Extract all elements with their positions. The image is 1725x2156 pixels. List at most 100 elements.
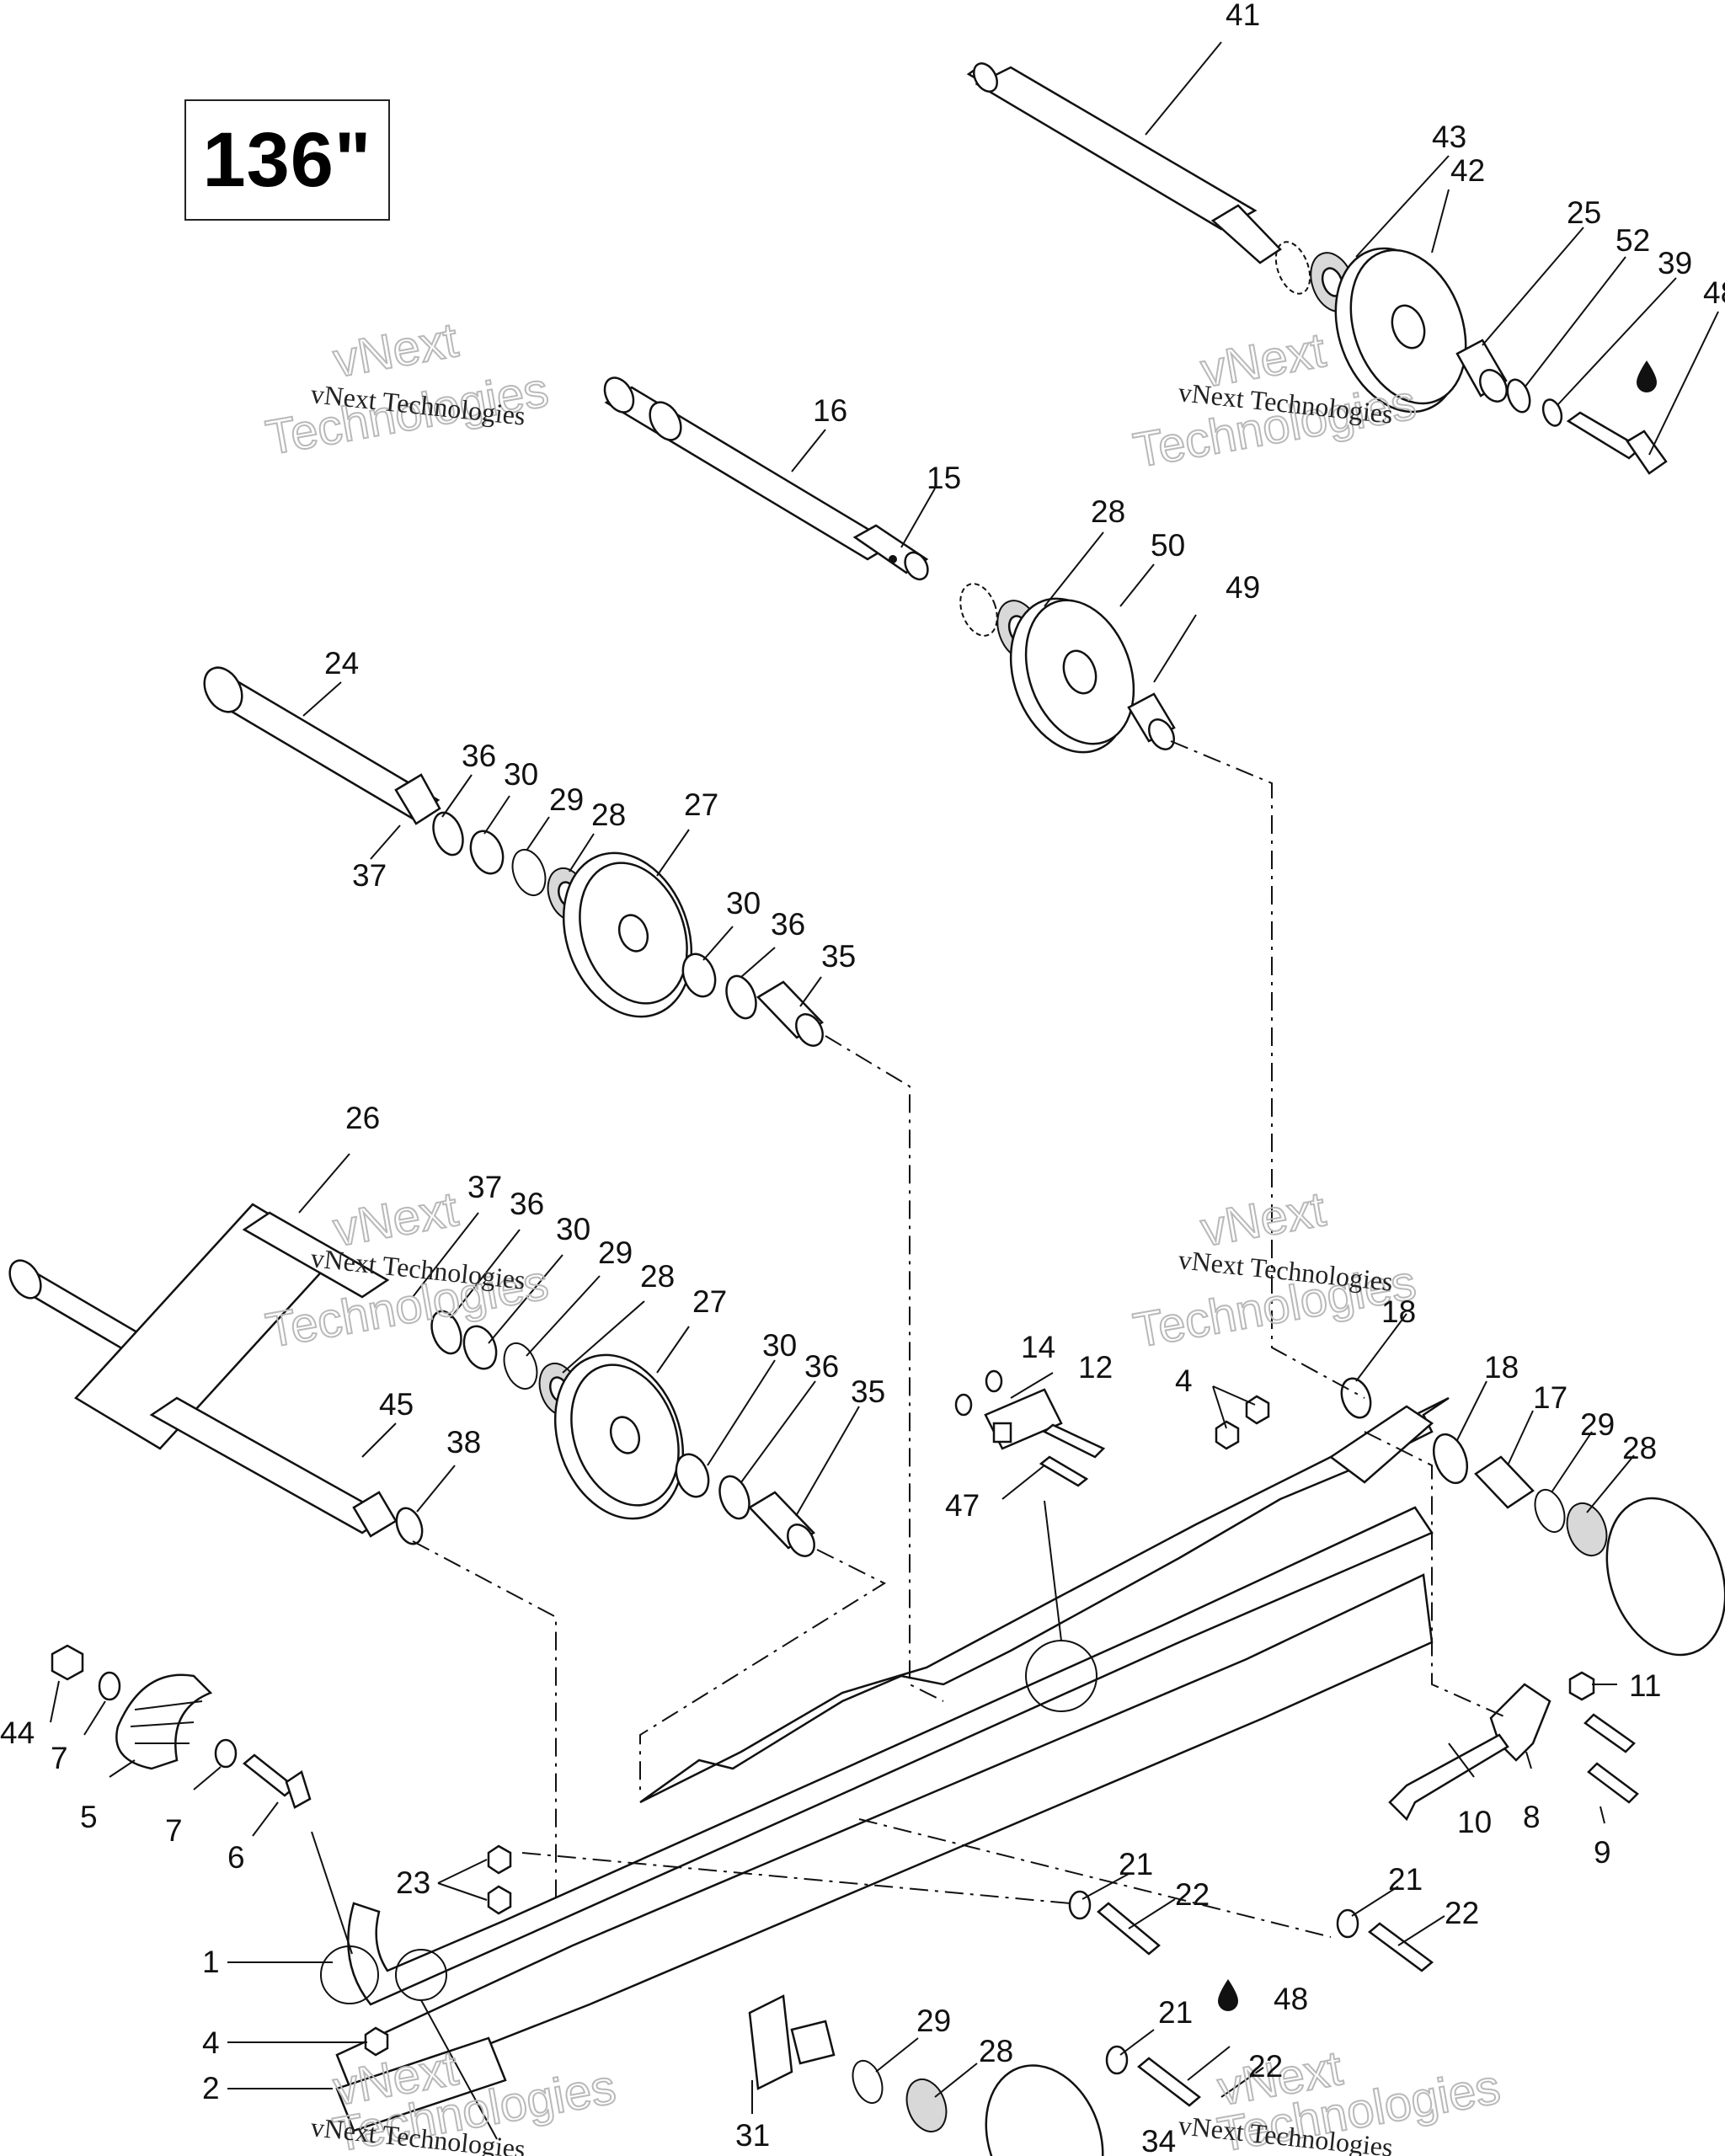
wheel-27-b [553,1353,685,1520]
callout-29-c: 29 [1580,1407,1615,1442]
callout-35-b: 35 [851,1374,885,1409]
watermark-4: vNext Technologies vNext Technologies [1129,1181,1421,1359]
callout-10: 10 [1457,1805,1492,1839]
callout-48-bottom: 48 [1274,1982,1308,2016]
callout-28-d: 28 [979,2034,1013,2068]
callout-25: 25 [1567,195,1601,230]
washer-52 [1506,378,1531,414]
callout-43: 43 [1432,120,1466,154]
callout-8: 8 [1523,1800,1541,1834]
wheel-27-a [562,851,693,1018]
shaft-45 [149,1396,398,1538]
callout-18-a: 18 [1381,1294,1416,1329]
callout-29-b: 29 [598,1235,633,1270]
svg-text:vNext: vNext [1197,1182,1329,1257]
assembly-lines [412,740,1509,1938]
callout-21-a: 21 [1119,1847,1153,1881]
washer-36-b [725,974,757,1020]
callout-44: 44 [0,1716,35,1750]
svg-text:vNext: vNext [329,312,462,388]
bolt-10 [1388,1733,1509,1822]
wheel-50 [1009,597,1135,754]
bracket-right [1328,1405,1434,1484]
spacer-49 [1127,692,1176,750]
washer-36-a [432,811,464,857]
title-box: 136" [184,99,390,221]
callout-14: 14 [1021,1330,1055,1364]
oil-drop-icon-top [1637,360,1657,392]
callout-22-c: 22 [1248,2049,1283,2084]
callout-30-c: 30 [556,1212,590,1246]
callout-30-b: 30 [726,886,761,921]
callout-30-a: 30 [504,757,538,792]
callout-27-a: 27 [684,787,718,822]
callout-38: 38 [446,1425,481,1460]
callout-36-d: 36 [804,1349,839,1384]
callout-6: 6 [227,1840,245,1875]
callout-36-b: 36 [771,907,805,942]
spacer-35-b [748,1491,815,1557]
callout-7-a: 7 [51,1741,68,1775]
bolts-9 [1583,1713,1639,1804]
callout-2: 2 [202,2071,220,2105]
callout-15: 15 [927,461,961,495]
callout-39: 39 [1658,246,1692,280]
callout-16: 16 [813,393,847,428]
spacer-30-d [675,1453,710,1498]
bolt-6 [243,1753,312,1809]
callout-23: 23 [396,1865,430,1900]
washer-18-b [1432,1433,1469,1485]
washers-14 [954,1369,1003,1417]
snap-ring-29-c [1534,1488,1566,1534]
callout-48-top: 48 [1703,275,1725,310]
callout-36-a: 36 [462,739,496,773]
cross-shaft-26 [8,1203,390,1450]
bearing-28-d [905,2079,948,2132]
nut-4-bottom [364,2026,389,2057]
watermark-6: vNext Technologies vNext Technologies [1177,2040,1504,2156]
callout-26: 26 [345,1101,380,1135]
diagram-title: 136" [202,116,372,203]
callout-12: 12 [1078,1350,1113,1385]
washer-7-b [214,1738,238,1769]
callout-35-a: 35 [821,939,856,974]
callout-1: 1 [202,1945,220,1979]
callout-18-b: 18 [1484,1350,1519,1385]
callout-30-d: 30 [762,1328,797,1363]
rail-slide-2 [335,2036,507,2132]
callout-29-d: 29 [916,2004,951,2038]
callout-31: 31 [735,2118,770,2153]
callout-5: 5 [80,1800,98,1834]
callout-28-b: 28 [640,1259,675,1294]
wheel-right-partial [1605,1497,1725,1657]
bumper-5 [115,1673,213,1770]
callout-42: 42 [1450,153,1485,188]
shaft-24 [203,666,441,825]
bearing-28-c [1566,1502,1608,1556]
watermark-1: vNext Technologies vNext Technologies [261,312,553,467]
spacer-30-b [681,953,717,998]
spacer-35-a [756,980,824,1047]
oil-drop-icon-bottom [1218,1979,1238,2011]
snap-ring-29-d [852,2059,884,2105]
slide-rail [335,1396,1450,2099]
callout-47: 47 [945,1488,980,1523]
callout-49: 49 [1226,570,1260,605]
callout-9: 9 [1594,1835,1611,1870]
leader-lines [50,41,1719,2140]
bolts-47 [1039,1423,1106,1487]
callout-29-a: 29 [549,782,584,817]
bolt-48-top [1566,411,1668,475]
callout-41: 41 [1226,0,1260,32]
callout-11: 11 [1629,1668,1661,1703]
wheel-bottom-partial [985,2064,1104,2156]
callout-4-bottom: 4 [202,2025,220,2060]
washer-38 [395,1507,424,1545]
spacer-25 [1455,339,1508,403]
callout-17: 17 [1533,1380,1567,1415]
block-12 [984,1388,1063,1450]
wheel-42 [1334,247,1467,414]
callout-34: 34 [1141,2124,1176,2156]
callout-28-c: 28 [1622,1431,1657,1465]
callout-36-c: 36 [510,1187,544,1221]
